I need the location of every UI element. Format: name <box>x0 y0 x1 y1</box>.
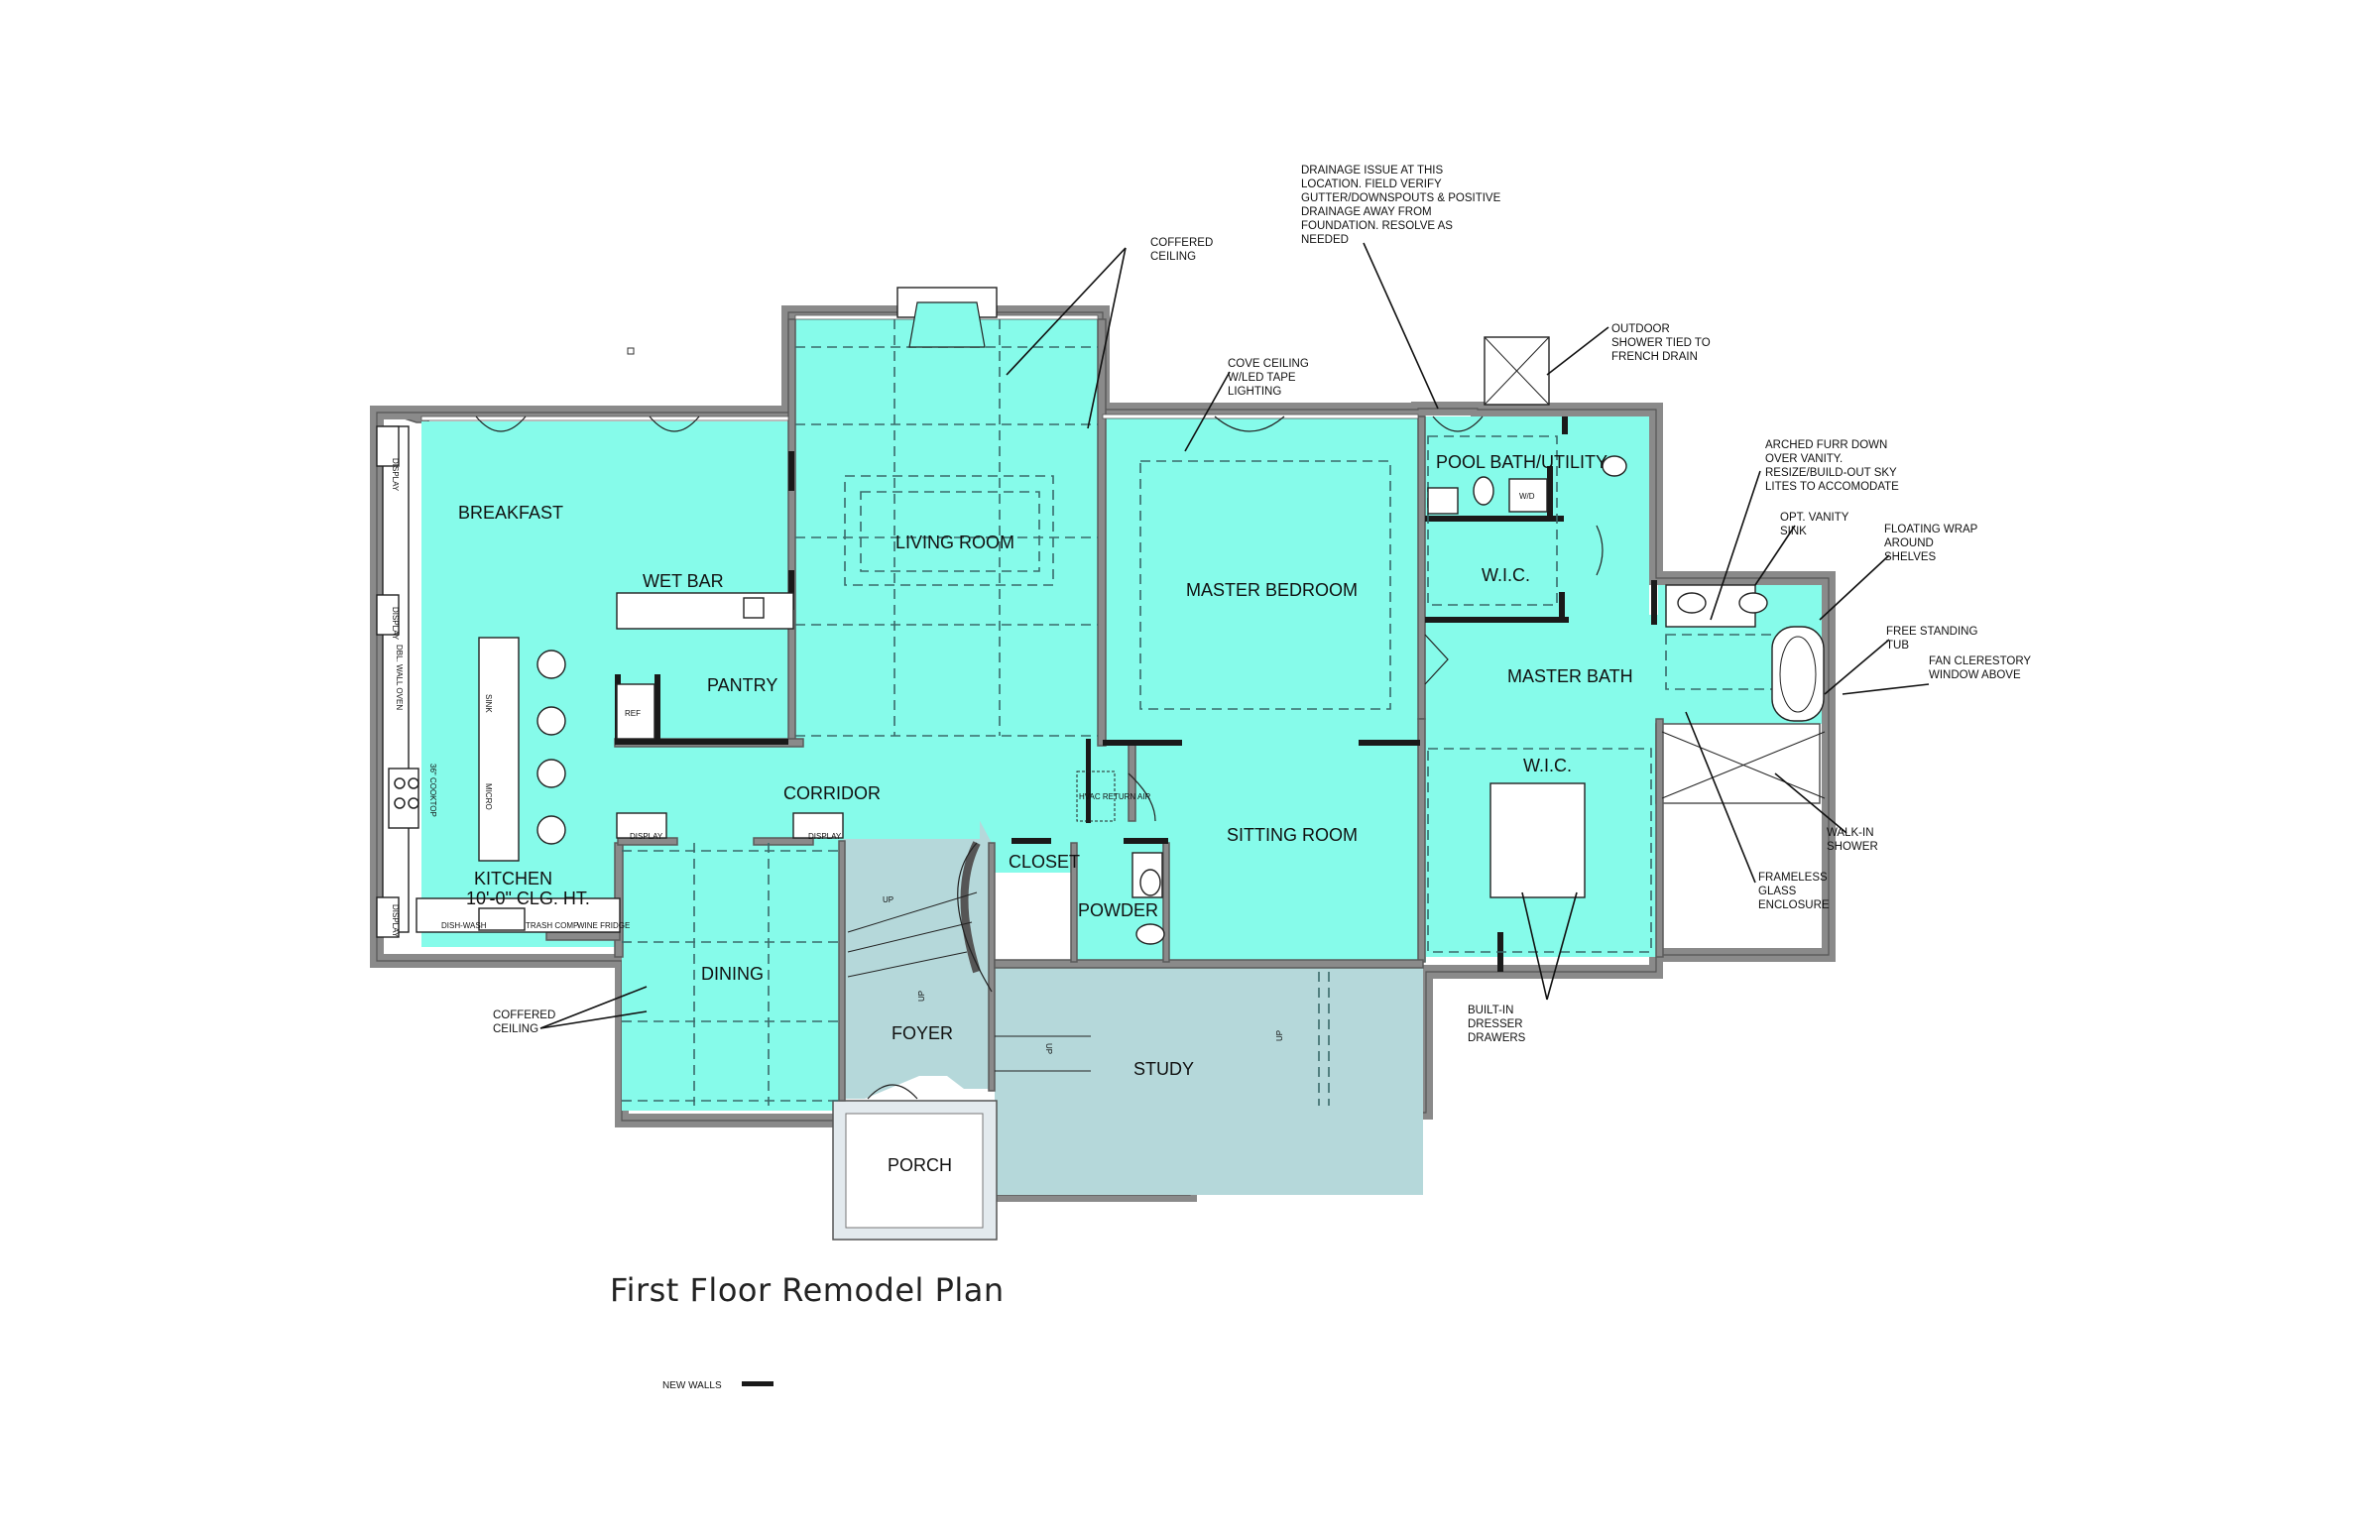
glass-note-3: ENCLOSURE <box>1758 899 1830 911</box>
living-room-fill <box>795 319 1098 744</box>
display-label-5: DISPLAY <box>391 904 400 938</box>
vanity-note-2: SINK <box>1780 526 1807 537</box>
sitting-room-fill <box>1135 744 1426 962</box>
room-label-foyer: FOYER <box>892 1023 953 1043</box>
room-label-breakfast: BREAKFAST <box>458 503 563 523</box>
vanity-note-1: OPT. VANITY <box>1780 512 1849 524</box>
coffered-dining-note-1: COFFERED <box>493 1009 555 1021</box>
cove-note-2: W/LED TAPE <box>1228 372 1296 384</box>
room-label-master-bedroom: MASTER BEDROOM <box>1186 580 1358 600</box>
wine-fridge-label: WINE FRIDGE <box>577 921 630 930</box>
dresser-note-2: DRESSER <box>1468 1018 1523 1030</box>
room-label-kitchen: KITCHEN <box>474 869 552 888</box>
coffered-note-top-1: COFFERED <box>1150 237 1213 249</box>
shower-note-2: SHOWER <box>1827 841 1878 853</box>
up-label-2: UP <box>917 991 926 1002</box>
room-label-wic-lower: W.I.C. <box>1523 756 1572 775</box>
display-label-4: DISPLAY <box>391 607 400 641</box>
glass-note-2: GLASS <box>1758 886 1797 897</box>
cove-note-3: LIGHTING <box>1228 386 1281 398</box>
drainage-note-3: GUTTER/DOWNSPOUTS & POSITIVE <box>1301 192 1501 204</box>
shower-note-1: WALK-IN <box>1827 827 1874 839</box>
up-label-1: UP <box>883 895 893 904</box>
reference-marker <box>627 347 635 355</box>
master-bath-fill <box>1425 615 1658 724</box>
glass-note-1: FRAMELESS <box>1758 872 1828 884</box>
annotations: COFFERED CEILING COVE CEILING W/LED TAPE… <box>493 165 2031 1044</box>
master-bedroom-fill <box>1103 416 1418 744</box>
room-label-closet: CLOSET <box>1009 852 1080 872</box>
hvac-label: HVAC RETURN AIR <box>1079 792 1151 801</box>
wd-label: W/D <box>1519 492 1535 501</box>
drainage-note-6: NEEDED <box>1301 234 1349 246</box>
outdoor-shower-note-2: SHOWER TIED TO <box>1611 337 1711 349</box>
room-label-wic-upper: W.I.C. <box>1482 565 1530 585</box>
room-label-powder: POWDER <box>1078 900 1158 920</box>
drainage-note-5: FOUNDATION. RESOLVE AS <box>1301 220 1453 232</box>
fixtures <box>376 287 1826 1100</box>
dresser-note-3: DRAWERS <box>1468 1032 1526 1044</box>
room-label-sitting-room: SITTING ROOM <box>1227 825 1358 845</box>
foyer-fill <box>843 815 992 1099</box>
drainage-note-1: DRAINAGE ISSUE AT THIS <box>1301 165 1443 177</box>
micro-label: MICRO <box>484 783 493 810</box>
trash-label: TRASH COMP <box>526 921 578 930</box>
cove-note-1: COVE CEILING <box>1228 358 1309 370</box>
interior-walls <box>420 314 1664 1102</box>
room-labels: BREAKFAST WET BAR PANTRY LIVING ROOM MAS… <box>458 452 1633 1175</box>
porch-inner <box>845 1113 984 1229</box>
dishwasher-label: DISH-WASH <box>441 921 487 930</box>
arched-note-2: OVER VANITY. <box>1765 453 1843 465</box>
room-label-living-room: LIVING ROOM <box>895 533 1014 552</box>
legend-label: NEW WALLS <box>662 1380 722 1391</box>
drainage-note-4: DRAINAGE AWAY FROM <box>1301 206 1432 218</box>
room-label-pool-bath: POOL BATH/UTILITY <box>1436 452 1607 472</box>
up-label-3: UP <box>1044 1043 1053 1054</box>
fan-note-2: WINDOW ABOVE <box>1929 669 2021 681</box>
foyer-top-fill <box>843 815 980 839</box>
dresser-note-1: BUILT-IN <box>1468 1005 1513 1016</box>
tub-note-1: FREE STANDING <box>1886 626 1977 638</box>
room-label-pantry: PANTRY <box>707 675 777 695</box>
floating-note-3: SHELVES <box>1884 551 1937 563</box>
arched-note-1: ARCHED FURR DOWN <box>1765 439 1887 451</box>
cooktop-label: 36" COOKTOP <box>428 764 437 817</box>
arched-note-3: RESIZE/BUILD-OUT SKY <box>1765 467 1897 479</box>
room-label-corridor: CORRIDOR <box>783 783 881 803</box>
coffered-note-top-2: CEILING <box>1150 251 1196 263</box>
room-label-dining: DINING <box>701 964 764 984</box>
legend-new-wall-swatch <box>742 1381 774 1386</box>
fixture-labels: DISPLAY DISPLAY DISPLAY DISPLAY DISPLAY … <box>391 458 1535 1054</box>
arched-note-4: LITES TO ACCOMODATE <box>1765 481 1899 493</box>
plan-title: First Floor Remodel Plan <box>610 1271 1005 1309</box>
outdoor-shower-note-1: OUTDOOR <box>1611 323 1670 335</box>
kitchen-ceiling-height: 10'-0" CLG. HT. <box>466 888 590 908</box>
display-label-2: DISPLAY <box>808 832 842 841</box>
outdoor-shower-note-3: FRENCH DRAIN <box>1611 351 1698 363</box>
display-label-1: DISPLAY <box>630 832 663 841</box>
leader-lines <box>539 242 1930 1029</box>
coffered-dining-note-2: CEILING <box>493 1023 538 1035</box>
drainage-note-2: LOCATION. FIELD VERIFY <box>1301 178 1442 190</box>
room-label-master-bath: MASTER BATH <box>1507 666 1633 686</box>
ref-label: REF <box>625 709 641 718</box>
floating-note-1: FLOATING WRAP <box>1884 524 1978 535</box>
fan-note-1: FAN CLERESTORY <box>1929 655 2031 667</box>
display-label-3: DISPLAY <box>391 458 400 492</box>
tub-note-2: TUB <box>1886 640 1909 652</box>
study-fill <box>995 967 1423 1195</box>
floating-note-2: AROUND <box>1884 537 1934 549</box>
island-sink-label: SINK <box>484 694 493 713</box>
closet-fill <box>992 843 1071 873</box>
room-label-porch: PORCH <box>888 1155 952 1175</box>
room-label-wet-bar: WET BAR <box>643 571 724 591</box>
room-label-study: STUDY <box>1133 1059 1194 1079</box>
oven-label: DBL. WALL OVEN <box>395 645 404 710</box>
shower-fill <box>1655 723 1821 804</box>
dining-fill <box>622 843 840 1111</box>
up-label-4: UP <box>1275 1030 1284 1041</box>
dashed-lines <box>622 319 1816 1106</box>
